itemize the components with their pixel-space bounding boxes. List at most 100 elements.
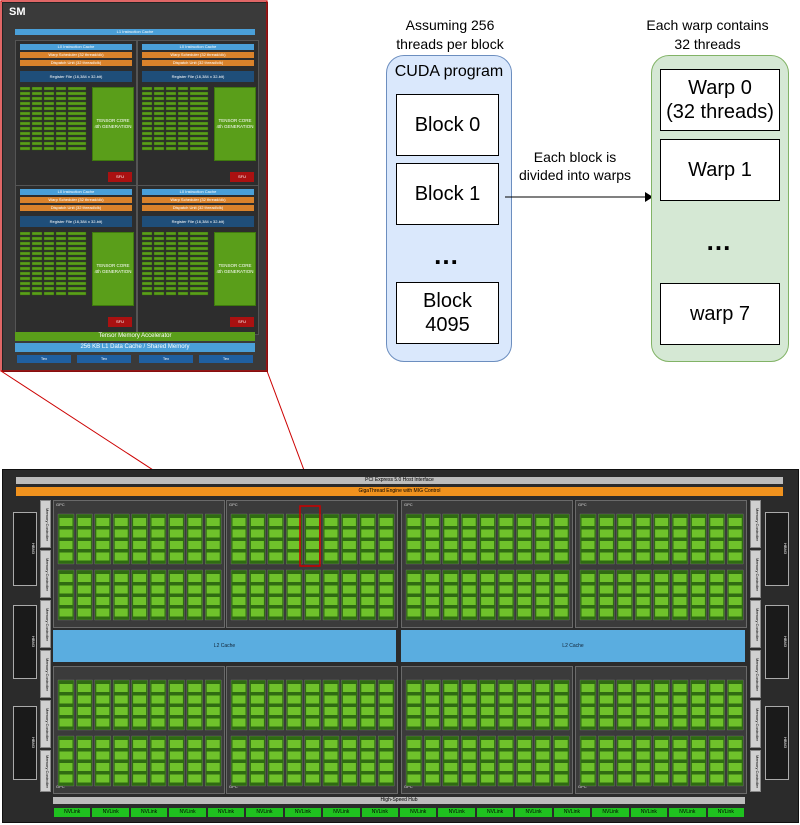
sm-tile	[579, 513, 597, 565]
sm-core-block	[728, 751, 742, 760]
sm-core-block	[96, 552, 110, 561]
sm-core-block	[636, 529, 650, 538]
cuda-caption: Assuming 256 threads per block	[378, 16, 522, 54]
sm-core-block	[232, 695, 246, 704]
sm-core-block	[59, 774, 73, 783]
sm-core-block	[206, 529, 220, 538]
sm-core-block	[250, 529, 264, 538]
sm-core-block	[169, 529, 183, 538]
sm-core-block	[77, 552, 91, 561]
sm-core-block	[324, 529, 338, 538]
sm-tile	[727, 569, 744, 621]
sm-core-block	[361, 763, 375, 771]
sm-core-block	[517, 541, 531, 549]
sm-core-block	[554, 763, 568, 771]
sm-tile	[249, 513, 266, 565]
sm-core-block	[554, 774, 568, 783]
sm-core-block	[151, 684, 165, 692]
sm-core-block	[77, 518, 91, 526]
sm-core-block	[728, 552, 742, 561]
sm-core-block	[379, 763, 393, 771]
sm-core-block	[444, 608, 458, 617]
sm-core-block	[728, 541, 742, 549]
nvlink-port: NVLink	[438, 808, 475, 817]
l2-cache-left: L2 Cache	[53, 630, 396, 662]
sm-tile	[286, 735, 303, 787]
sm-core-block	[96, 529, 110, 538]
sm-core-block	[691, 751, 705, 760]
memory-controller: Memory Controller	[40, 600, 51, 648]
sm-core-block	[269, 518, 283, 526]
sm-core-block	[324, 585, 338, 594]
sm-core-block	[673, 574, 687, 582]
sm-core-block	[269, 740, 283, 748]
sm-tile	[267, 569, 284, 621]
tensor-core-label: TENSOR CORE	[96, 263, 130, 268]
sm-core-block	[462, 585, 476, 594]
sm-core-block	[169, 684, 183, 692]
sm-core-block	[581, 751, 595, 760]
sm-core-block	[536, 718, 550, 727]
arrow-label: Each block is divided into warps	[505, 148, 645, 184]
sm-core-block	[655, 718, 669, 727]
sm-core-block	[636, 608, 650, 617]
sm-core-block	[599, 740, 613, 748]
memory-controller: Memory Controller	[40, 750, 51, 792]
sm-core-block	[133, 529, 147, 538]
sm-tile	[424, 513, 441, 565]
sm-core-block	[517, 552, 531, 561]
sm-core-block	[536, 740, 550, 748]
memory-controller: Memory Controller	[750, 700, 761, 748]
sm-core-block	[581, 740, 595, 748]
sm-core-block	[581, 541, 595, 549]
sm-core-block	[554, 541, 568, 549]
sm-core-block	[462, 707, 476, 715]
sm-core-block	[554, 684, 568, 692]
sm-core-block	[151, 774, 165, 783]
sm-core-block	[361, 684, 375, 692]
sm-tile	[131, 735, 148, 787]
sm-core-block	[728, 707, 742, 715]
sm-tile	[341, 513, 358, 565]
sm-core-block	[499, 763, 513, 771]
sm-core-block	[444, 718, 458, 727]
sm-core-block	[618, 597, 632, 605]
sm-tile	[553, 679, 570, 731]
sm-core-block	[673, 597, 687, 605]
sm-core-block	[269, 574, 283, 582]
sm-core-block	[169, 597, 183, 605]
nvlink-port: NVLink	[476, 808, 514, 817]
sm-core-block	[425, 740, 439, 748]
sm-core-block	[324, 751, 338, 760]
sm-core-block	[481, 574, 495, 582]
l0-cache-bar: L0 Instruction Cache	[20, 44, 132, 50]
sm-core-block	[481, 740, 495, 748]
sm-core-block	[673, 684, 687, 692]
sm-core-block	[77, 541, 91, 549]
sm-core-block	[599, 763, 613, 771]
sm-tile	[424, 735, 441, 787]
sm-tile	[727, 513, 744, 565]
sm-core-block	[169, 751, 183, 760]
sm-tile	[378, 735, 395, 787]
hbm-stack: HBM3	[765, 706, 789, 780]
sm-core-block	[710, 718, 724, 727]
nvlink-port: NVLink	[592, 808, 629, 817]
memory-controller: Memory Controller	[40, 550, 51, 598]
sm-core-block	[287, 608, 301, 617]
sm-core-block	[269, 597, 283, 605]
sm-core-block	[379, 740, 393, 748]
sm-core-block	[499, 740, 513, 748]
sm-core-block	[269, 751, 283, 760]
sm-core-block	[77, 585, 91, 594]
sm-core-block	[232, 763, 246, 771]
sm-tile	[131, 569, 148, 621]
sm-core-block	[133, 763, 147, 771]
sm-tile	[113, 569, 130, 621]
sm-core-block	[691, 518, 705, 526]
sm-core-block	[59, 718, 73, 727]
nvlink-port: NVLink	[323, 808, 360, 817]
sm-core-block	[114, 585, 128, 594]
sm-core-block	[599, 751, 613, 760]
sm-core-block	[673, 552, 687, 561]
